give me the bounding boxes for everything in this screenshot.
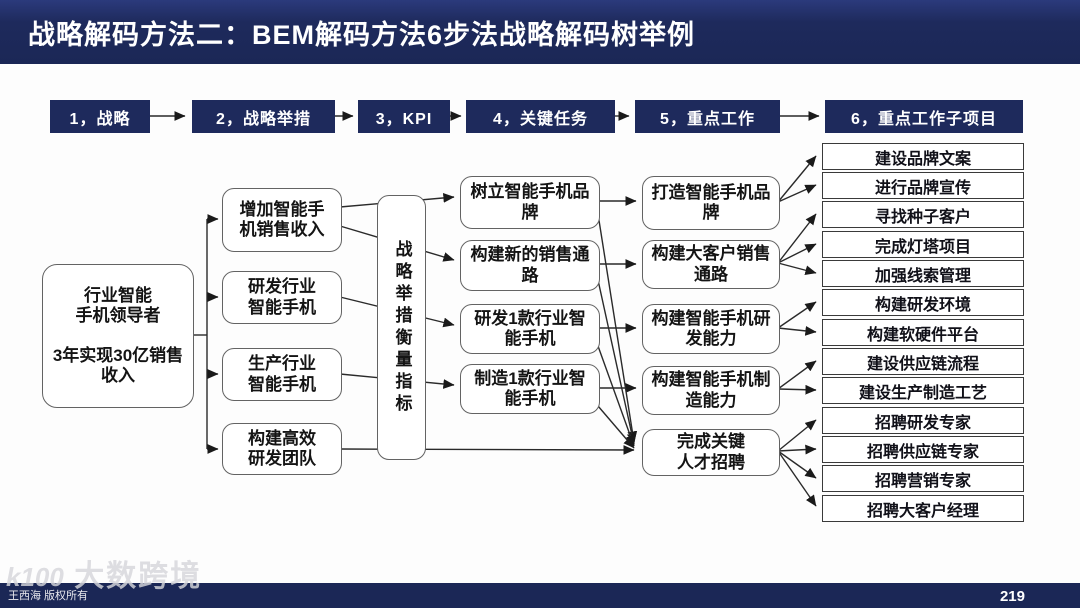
initiative-box-4: 构建高效 研发团队 <box>222 423 342 475</box>
key-work-box-2: 构建大客户销售 通路 <box>642 240 780 289</box>
subproject-box-3: 寻找种子客户 <box>822 201 1024 228</box>
copyright-text: 王西海 版权所有 <box>8 590 89 602</box>
slide-title: 战略解码方法二：BEM解码方法6步法战略解码树举例 <box>28 19 696 50</box>
initiative-box-1: 增加智能手 机销售收入 <box>222 188 342 252</box>
subproject-box-12: 招聘营销专家 <box>822 465 1024 492</box>
subproject-box-6: 构建研发环境 <box>822 289 1024 316</box>
step-header-5: 5，重点工作 <box>635 100 780 133</box>
subproject-box-1: 建设品牌文案 <box>822 143 1024 170</box>
key-work-box-4: 构建智能手机制 造能力 <box>642 366 780 415</box>
subproject-box-10: 招聘研发专家 <box>822 407 1024 434</box>
step-header-2: 2，战略举措 <box>192 100 335 133</box>
watermark-logo: k100 <box>6 562 64 592</box>
subproject-box-8: 建设供应链流程 <box>822 348 1024 375</box>
subproject-box-13: 招聘大客户经理 <box>822 495 1024 522</box>
key-work-box-1: 打造智能手机品 牌 <box>642 176 780 230</box>
key-work-box-5: 完成关键 人才招聘 <box>642 429 780 476</box>
key-task-box-2: 构建新的销售通 路 <box>460 240 600 291</box>
key-task-box-3: 研发1款行业智 能手机 <box>460 304 600 354</box>
watermark: k100 大数跨境 <box>6 551 202 595</box>
step-header-1: 1，战略 <box>50 100 150 133</box>
step-header-3: 3，KPI <box>358 100 450 133</box>
subproject-box-11: 招聘供应链专家 <box>822 436 1024 463</box>
step-header-4: 4，关键任务 <box>466 100 615 133</box>
footer-bar <box>0 583 1080 608</box>
subproject-box-9: 建设生产制造工艺 <box>822 377 1024 404</box>
initiative-box-3: 生产行业 智能手机 <box>222 348 342 401</box>
subproject-box-2: 进行品牌宣传 <box>822 172 1024 199</box>
initiative-box-2: 研发行业 智能手机 <box>222 271 342 324</box>
watermark-text: 大数跨境 <box>74 560 203 593</box>
key-task-box-4: 制造1款行业智 能手机 <box>460 364 600 414</box>
subproject-box-5: 加强线索管理 <box>822 260 1024 287</box>
page-number: 219 <box>999 588 1025 605</box>
key-work-box-3: 构建智能手机研 发能力 <box>642 304 780 354</box>
title-bar: 战略解码方法二：BEM解码方法6步法战略解码树举例 <box>0 0 1080 64</box>
subproject-box-7: 构建软硬件平台 <box>822 319 1024 346</box>
strategy-goal-box: 行业智能 手机领导者 3年实现30亿销售 收入 <box>42 264 194 408</box>
step-header-6: 6，重点工作子项目 <box>825 100 1023 133</box>
subproject-box-4: 完成灯塔项目 <box>822 231 1024 258</box>
measure-axis-box: 战略举措衡量指标 <box>377 195 426 460</box>
key-task-box-1: 树立智能手机品 牌 <box>460 176 600 229</box>
